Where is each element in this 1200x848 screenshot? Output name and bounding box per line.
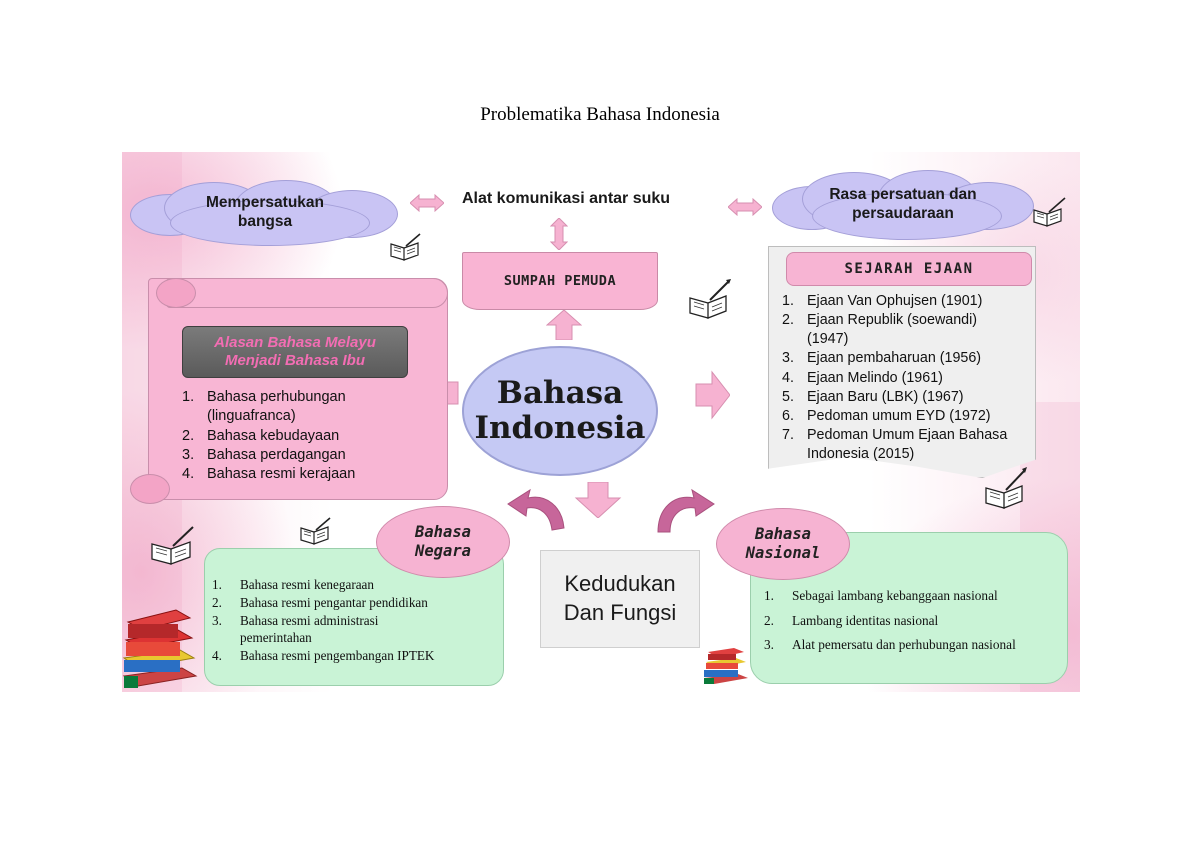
center-label: Bahasa Indonesia [474,375,646,446]
list-item: 4.Bahasa resmi kerajaan [182,466,356,483]
alasan-heading: Alasan Bahasa Melayu Menjadi Bahasa Ibu [182,326,408,378]
book-quill-icon [985,467,1027,509]
sumpah-pemuda-banner: SUMPAH PEMUDA [462,252,658,310]
double-arrow-icon [728,198,762,216]
curved-arrow-left-icon [507,488,565,531]
list-item: 2.Bahasa kebudayaan [182,427,340,444]
list-item: 3.Bahasa perdagangan [182,446,346,463]
book-stack-icon [704,648,748,684]
list-item: 1.Bahasa perhubungan (linguafranca) [182,389,346,425]
mind-map-canvas: Mempersatukan bangsa Alat komunikasi ant… [122,152,1080,692]
alasan-list: 1.Bahasa perhubungan (linguafranca) 2.Ba… [182,388,432,484]
cloud-mempersatukan-bangsa: Mempersatukan bangsa [130,180,400,246]
list-item: 4.Bahasa resmi pengembangan IPTEK [212,648,435,664]
list-item: 1.Sebagai lambang kebanggaan nasional [764,588,998,603]
cloud-label: Rasa persatuan dan persaudaraan [829,186,977,222]
book-quill-icon [151,526,194,565]
page-title: Problematika Bahasa Indonesia [480,104,720,125]
list-item: 1.Bahasa resmi kenegaraan [212,577,375,592]
list-item: 2.Bahasa resmi pengantar pendidikan [212,594,428,610]
list-item: 3.Bahasa resmi administrasi pemerintahan [212,612,379,646]
block-arrow-down-icon [574,482,622,518]
bahasa-nasional-heading: Bahasa Nasional [716,508,850,580]
book-quill-icon [390,233,421,261]
book-quill-icon [1033,197,1066,227]
book-quill-icon [300,517,331,545]
bahasa-negara-list: 1.Bahasa resmi kenegaraan 2.Bahasa resmi… [212,576,502,665]
vertical-double-arrow-icon [550,218,568,250]
list-item: 3.Ejaan pembaharuan (1956) [782,350,982,367]
cloud-rasa-persatuan: Rasa persatuan dan persaudaraan [772,170,1034,240]
list-item: 3.Alat pemersatu dan perhubungan nasiona… [764,637,1016,653]
bahasa-nasional-list: 1.Sebagai lambang kebanggaan nasional 2.… [764,584,1064,658]
block-arrow-right-icon [695,370,730,420]
alat-komunikasi-text: Alat komunikasi antar suku [462,190,671,207]
cloud-label: Mempersatukan bangsa [205,194,324,230]
block-arrow-up-icon [546,310,582,340]
list-item: 2.Ejaan Republik (soewandi) (1947) [782,312,978,348]
bahasa-indonesia-node: Bahasa Indonesia [462,346,658,476]
list-item: 1.Ejaan Van Ophujsen (1901) [782,293,983,309]
list-item: 5.Ejaan Baru (LBK) (1967) [782,388,964,405]
alasan-scroll-panel: Alasan Bahasa Melayu Menjadi Bahasa Ibu … [130,278,448,504]
list-item: 6.Pedoman umum EYD (1972) [782,407,991,424]
book-quill-icon [689,279,731,319]
list-item: 4.Ejaan Melindo (1961) [782,369,943,386]
curved-arrow-right-icon [657,488,715,533]
list-item: 2.Lambang identitas nasional [764,612,939,628]
sejarah-ejaan-heading: SEJARAH EJAAN [786,252,1032,286]
double-arrow-icon [410,194,444,212]
kedudukan-dan-fungsi-box: Kedudukan Dan Fungsi [540,550,700,648]
book-stack-icon [122,609,198,688]
bahasa-negara-heading: Bahasa Negara [376,506,510,578]
list-item: 7.Pedoman Umum Ejaan Bahasa Indonesia (2… [782,427,1008,463]
sejarah-list: 1.Ejaan Van Ophujsen (1901) 2.Ejaan Repu… [782,292,1032,464]
banner-label: SUMPAH PEMUDA [503,273,617,289]
